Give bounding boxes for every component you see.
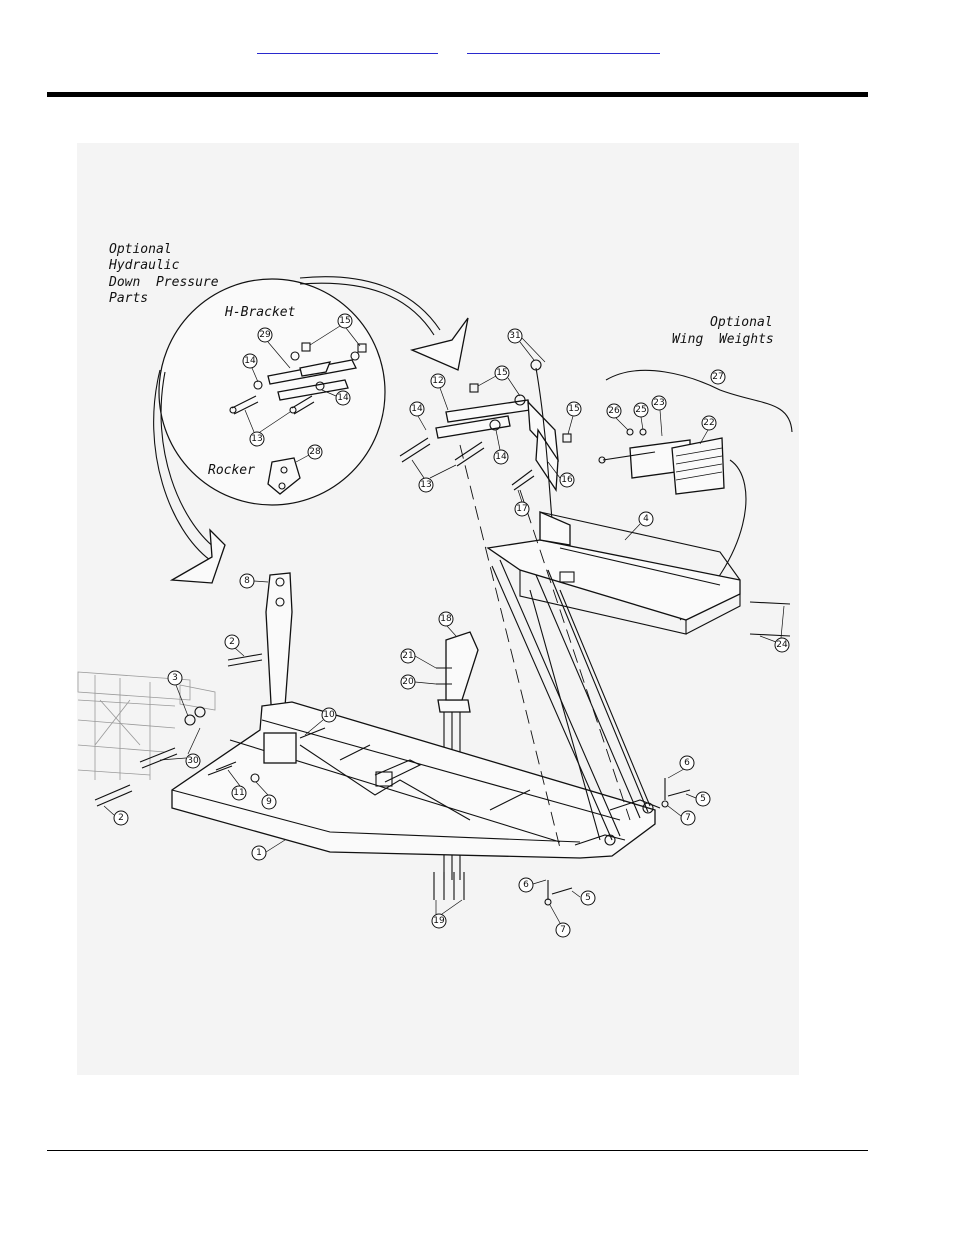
callout-27: 27	[711, 370, 725, 384]
svg-text:1: 1	[256, 848, 262, 858]
svg-text:2: 2	[118, 813, 124, 823]
callout-15-main-right: 15	[567, 402, 581, 434]
svg-text:21: 21	[402, 651, 413, 661]
callout-13-main: 13	[412, 460, 456, 492]
callout-19: 19	[432, 900, 462, 928]
svg-text:9: 9	[266, 797, 272, 807]
svg-text:15: 15	[568, 404, 579, 414]
callout-2-bottom: 2	[104, 806, 128, 825]
svg-text:15: 15	[496, 368, 507, 378]
svg-text:18: 18	[440, 614, 452, 624]
svg-text:14: 14	[495, 452, 507, 462]
svg-text:28: 28	[309, 447, 321, 457]
main-frame	[172, 702, 660, 858]
svg-text:Parts: Parts	[109, 291, 148, 306]
svg-text:15: 15	[339, 316, 350, 326]
callout-14-main-right: 14	[494, 430, 508, 464]
svg-text:12: 12	[432, 376, 443, 386]
callout-2-top: 2	[225, 635, 244, 656]
svg-text:Down Pressure: Down Pressure	[108, 275, 219, 290]
svg-text:17: 17	[516, 504, 527, 514]
callout-26: 26	[607, 404, 628, 430]
callout-14-main-left: 14	[410, 402, 426, 430]
callout-20: 20	[401, 675, 436, 689]
callout-17: 17	[515, 490, 529, 516]
svg-text:30: 30	[187, 756, 199, 766]
detail-bubble	[154, 277, 468, 583]
svg-text:11: 11	[233, 788, 244, 798]
callout-31: 31	[508, 329, 545, 362]
svg-text:20: 20	[402, 677, 414, 687]
svg-text:14: 14	[337, 393, 349, 403]
svg-text:25: 25	[635, 405, 646, 415]
h-bracket-label: H-Bracket	[224, 305, 296, 320]
rocker-label: Rocker	[208, 463, 255, 478]
callout-21: 21	[401, 649, 436, 668]
callout-15-main-left: 15	[478, 366, 520, 396]
svg-text:22: 22	[703, 418, 714, 428]
svg-text:6: 6	[523, 880, 529, 890]
svg-text:14: 14	[411, 404, 423, 414]
svg-text:3: 3	[172, 673, 178, 683]
svg-text:8: 8	[244, 576, 250, 586]
callout-6-upper: 6	[668, 756, 694, 778]
upper-hydraulic-assembly	[400, 360, 571, 520]
callout-7-upper: 7	[668, 806, 695, 825]
callout-6-lower: 6	[519, 878, 546, 892]
svg-text:13: 13	[420, 480, 431, 490]
svg-text:29: 29	[259, 330, 271, 340]
svg-text:19: 19	[433, 916, 445, 926]
svg-text:5: 5	[700, 794, 706, 804]
svg-text:7: 7	[685, 813, 691, 823]
svg-text:Hydraulic: Hydraulic	[108, 258, 180, 273]
wing-weights-label: Optional Wing Weights	[672, 315, 774, 347]
callout-7-lower: 7	[550, 905, 570, 937]
callout-8: 8	[240, 574, 268, 588]
svg-text:24: 24	[776, 640, 788, 650]
callout-30: 30	[160, 728, 200, 768]
svg-text:2: 2	[229, 637, 235, 647]
callout-5-upper: 5	[686, 792, 710, 806]
svg-text:27: 27	[712, 372, 723, 382]
svg-text:Optional: Optional	[710, 315, 773, 330]
svg-text:10: 10	[323, 710, 335, 720]
svg-text:Optional: Optional	[109, 242, 172, 257]
svg-text:7: 7	[560, 925, 566, 935]
svg-text:23: 23	[653, 398, 664, 408]
svg-text:13: 13	[251, 434, 262, 444]
callout-25: 25	[634, 403, 648, 430]
callout-1: 1	[252, 840, 285, 860]
svg-text:6: 6	[684, 758, 690, 768]
svg-text:26: 26	[608, 406, 620, 416]
callout-23: 23	[652, 396, 666, 436]
svg-text:14: 14	[244, 356, 256, 366]
callout-24: 24	[760, 606, 789, 652]
svg-text:31: 31	[509, 331, 520, 341]
hitch-arm	[266, 573, 292, 722]
optional-hydraulic-label: Optional Hydraulic Down Pressure Parts	[108, 242, 219, 306]
callout-3: 3	[168, 671, 188, 716]
svg-text:Wing Weights: Wing Weights	[672, 332, 774, 347]
callout-5-lower: 5	[572, 891, 595, 905]
svg-text:4: 4	[643, 514, 649, 524]
callout-18: 18	[439, 612, 456, 636]
callout-12: 12	[431, 374, 448, 410]
svg-text:16: 16	[561, 475, 573, 485]
svg-text:5: 5	[585, 893, 591, 903]
